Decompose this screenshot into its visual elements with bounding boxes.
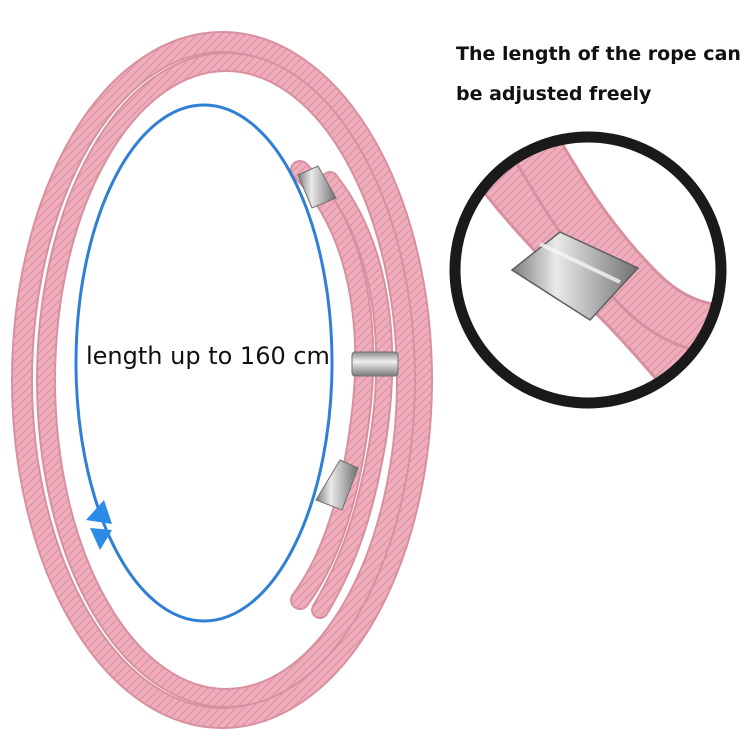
measure-loop: [74, 103, 334, 623]
metal-clasp-icon: [297, 165, 399, 511]
rope-loops: [11, 31, 433, 729]
zoom-detail: [449, 131, 727, 409]
adjust-caption-line-2: be adjusted freely: [456, 83, 652, 105]
length-label: length up to 160 cm: [86, 342, 330, 370]
double-arrow-icon: [86, 500, 112, 550]
adjust-caption-line-1: The length of the rope can: [456, 43, 741, 65]
